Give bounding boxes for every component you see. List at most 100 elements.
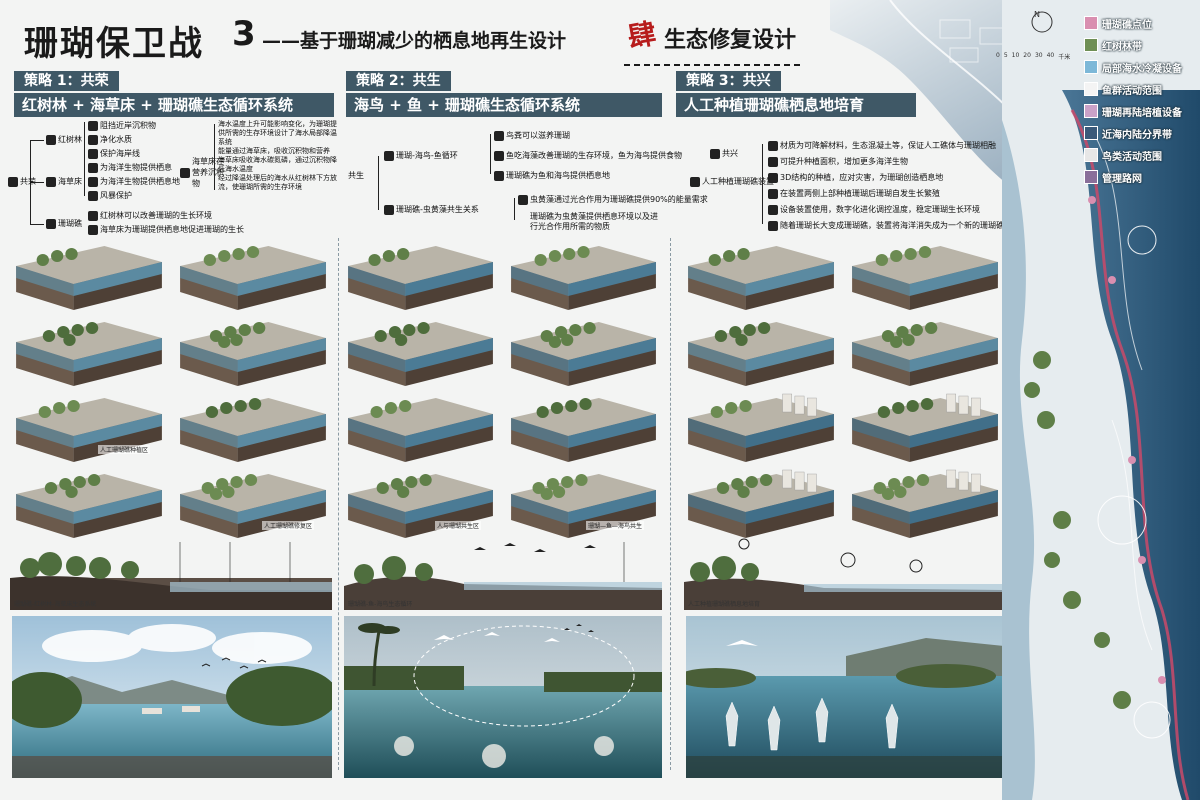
device-icon	[690, 176, 700, 187]
tree-icon	[46, 134, 56, 145]
block-diagram-graphic	[180, 322, 326, 386]
coral-icon	[768, 220, 778, 231]
shore-icon	[88, 148, 98, 159]
tree-diagram-2: 共生 珊瑚-海鸟-鱼循环 珊瑚礁-虫黄藻共生关系 鸟粪可以滋养珊瑚 鱼吃海藻改善…	[344, 120, 708, 232]
seal-stamp: 肆	[625, 16, 659, 55]
tree2-branch-1: 珊瑚-海鸟-鱼循环	[384, 150, 458, 161]
title-main: 珊瑚保卫战	[24, 24, 204, 64]
section-strip-3: 人工种植珊瑚礁栖息地培育	[684, 538, 1002, 610]
block-diagram	[12, 240, 166, 312]
mangrove-icon	[8, 176, 18, 187]
block-diagram-graphic	[852, 393, 998, 462]
cube-icon	[768, 172, 778, 183]
tree1-notes: 海水温度上升可能影响变化，为珊瑚提供所需的生存环境设计了海水局部降温系统 能量通…	[218, 120, 337, 191]
title-number: 3	[232, 14, 256, 54]
block-diagrams-3	[684, 240, 1002, 540]
block-diagram-graphic	[16, 398, 162, 462]
block-diagram	[176, 240, 330, 312]
legend-item: 鱼群活动范围	[1084, 78, 1200, 100]
tree1-leaf: 风暴保护	[88, 190, 132, 201]
tree2-leaf: 虫黄藻通过光合作用为珊瑚礁提供90%的能量需求	[518, 194, 708, 205]
block-diagram	[848, 392, 1002, 464]
block-diagram-graphic	[348, 474, 493, 538]
tree1-branch-mangrove: 红树林	[46, 134, 82, 145]
area-icon	[768, 156, 778, 167]
title-section: 生态修复设计	[664, 28, 797, 53]
block-diagram-graphic	[852, 322, 998, 386]
tree1-mid: 海草床在营养沉积物	[180, 156, 226, 189]
thermometer-icon	[768, 204, 778, 215]
tree1-branch-coral: 珊瑚礁	[46, 218, 82, 229]
fish-icon	[88, 162, 98, 173]
block-diagram-graphic	[511, 398, 656, 462]
tree3-branch: 人工种植珊瑚礁装置	[690, 176, 774, 187]
bird-icon	[384, 150, 394, 161]
legend-swatch	[1084, 126, 1098, 140]
block-diagram: 人与珊瑚共生区	[344, 468, 497, 540]
tree3-leaf: 材质为可降解材料，生态混凝土等，保证人工礁体与珊瑚相融	[768, 140, 996, 151]
column-divider	[338, 238, 339, 770]
tree1-leaf: 净化水质	[88, 134, 132, 145]
tree3-leaf: 设备装置使用，数字化进化调控温度，稳定珊瑚生长环境	[768, 204, 980, 215]
title-underline	[624, 64, 800, 66]
block-diagram-graphic	[688, 393, 834, 462]
section-strip-1: 珊瑚礁-红树林-海草床生态系统	[10, 538, 332, 610]
block-diagram	[507, 316, 660, 388]
block-diagram	[848, 468, 1002, 540]
block-diagram	[684, 468, 838, 540]
legend-swatch	[1084, 170, 1098, 184]
block-diagrams-2: 人与珊瑚共生区 珊瑚—鱼—海鸟共生	[344, 240, 660, 540]
block-caption: 珊瑚—鱼—海鸟共生	[585, 521, 644, 530]
tree-line	[30, 182, 44, 183]
block-diagram-graphic	[16, 474, 162, 538]
legend-swatch	[1084, 104, 1098, 118]
poster-title: 珊瑚保卫战 3 ——基于珊瑚减少的栖息地再生设计 肆 生态修复设计	[24, 14, 804, 66]
coral-icon	[384, 204, 394, 215]
block-diagram-graphic	[348, 246, 493, 310]
block-diagram-graphic	[180, 474, 326, 538]
block-diagram	[176, 392, 330, 464]
tree2-leaf: 鸟粪可以滋养珊瑚	[494, 130, 570, 141]
legend-item: 珊瑚礁点位	[1084, 12, 1200, 34]
legend-swatch	[1084, 38, 1098, 52]
water-icon	[88, 134, 98, 145]
tree3-root: 共兴	[710, 148, 738, 159]
tree-line	[214, 124, 215, 190]
block-diagram-graphic	[688, 322, 834, 386]
coral-icon	[494, 170, 504, 181]
block-diagram: 人工珊瑚礁种植区	[12, 392, 166, 464]
tree3-leaf: 3D结构的种植，应对灾害，为珊瑚创造栖息地	[768, 172, 943, 183]
block-diagram-graphic	[16, 246, 162, 310]
tree1-leaf: 为海洋生物提供栖息地	[88, 176, 180, 187]
render-artificial-coral-reef	[686, 616, 1004, 778]
mangrove-icon	[88, 210, 98, 221]
block-diagram-graphic	[852, 246, 998, 310]
block-caption: 人与珊瑚共生区	[434, 521, 481, 530]
title-subtitle: ——基于珊瑚减少的栖息地再生设计	[262, 30, 567, 52]
tree-line	[762, 144, 763, 224]
block-diagram	[507, 392, 660, 464]
seagrass-icon	[88, 224, 98, 235]
strategy-1-header: 策略 1：共荣 红树林 + 海草床 + 珊瑚礁生态循环系统	[14, 70, 334, 117]
block-diagram-graphic	[511, 322, 656, 386]
tree3-leaf: 在装置两侧上部种植珊瑚后珊瑚自发生长繁殖	[768, 188, 940, 199]
block-diagram	[507, 240, 660, 312]
strategy-3-header: 策略 3：共兴 人工种植珊瑚礁栖息地培育	[676, 70, 1004, 117]
legend-item: 管理路网	[1084, 166, 1200, 188]
strategy-3-kicker: 策略 3：共兴	[676, 71, 781, 91]
fish-icon	[494, 150, 504, 161]
section-strip-2: 珊瑚礁-鱼-海鸟生态循环	[344, 538, 662, 610]
tree-diagram-1: 共荣 红树林 海草床 珊瑚礁 阻挡近岸沉积物 净化水质 保护海岸线 为海洋生物提…	[8, 120, 338, 235]
strategy-2-kicker: 策略 2：共生	[346, 71, 451, 91]
block-diagram	[176, 316, 330, 388]
strategy-1-title: 红树林 + 海草床 + 珊瑚礁生态循环系统	[14, 93, 334, 117]
legend-item: 局部海水冷凝设备	[1084, 56, 1200, 78]
block-diagram	[12, 468, 166, 540]
block-diagram-graphic	[688, 246, 834, 310]
sediment-icon	[88, 120, 98, 131]
block-caption: 人工珊瑚礁种植区	[97, 445, 150, 454]
block-diagram	[344, 240, 497, 312]
block-diagram-graphic	[348, 398, 493, 462]
block-diagram-graphic	[348, 322, 493, 386]
tree2-root: 共生	[348, 171, 364, 180]
